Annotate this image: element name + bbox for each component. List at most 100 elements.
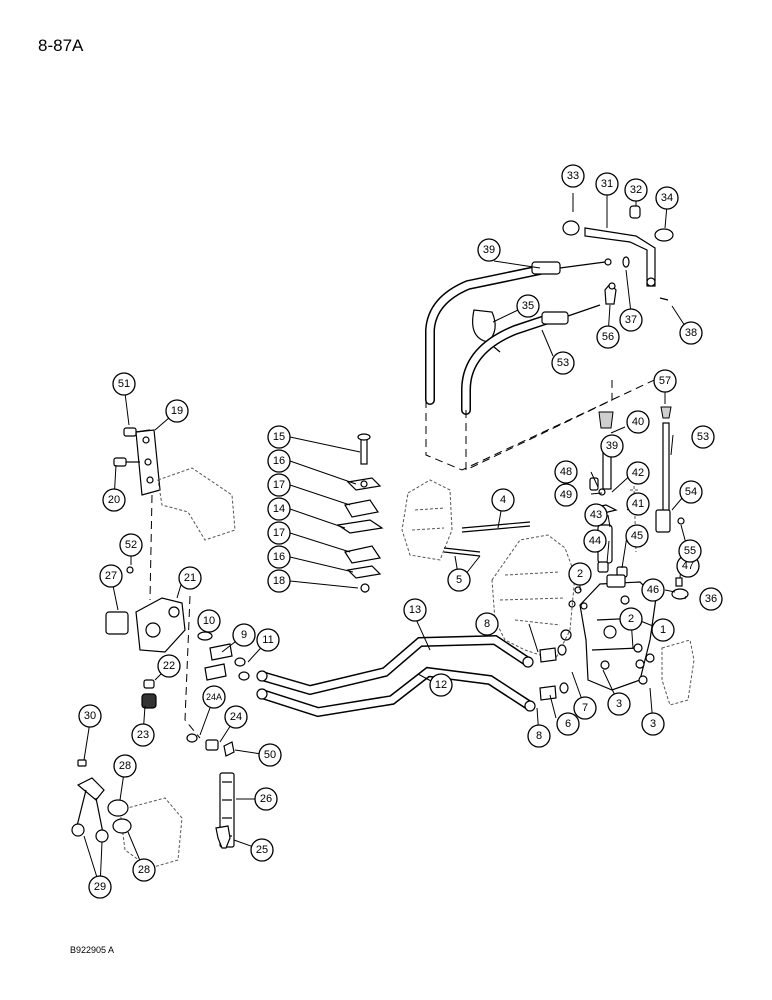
callout-53: 53 [551, 351, 575, 375]
callout-27: 27 [99, 564, 123, 588]
callout-57: 57 [653, 369, 677, 393]
svg-text:27: 27 [105, 570, 117, 582]
svg-text:41: 41 [632, 498, 644, 510]
callout-17: 17 [267, 521, 291, 545]
page-label: 8-87A [38, 36, 84, 55]
svg-text:44: 44 [589, 535, 601, 547]
callout-28: 28 [113, 754, 137, 778]
svg-text:49: 49 [560, 489, 572, 501]
fittings-left [186, 631, 250, 849]
callout-28: 28 [132, 858, 156, 882]
callout-17: 17 [267, 473, 291, 497]
callout-46: 46 [641, 578, 665, 602]
svg-text:47: 47 [682, 560, 694, 572]
svg-text:29: 29 [94, 881, 106, 893]
control-cable [461, 256, 630, 415]
svg-text:39: 39 [606, 440, 618, 452]
svg-text:4: 4 [500, 494, 506, 506]
svg-text:16: 16 [273, 455, 285, 467]
svg-text:18: 18 [273, 575, 285, 587]
callout-44: 44 [583, 529, 607, 553]
callout-37: 37 [619, 308, 643, 332]
mounting-bracket [113, 427, 236, 541]
svg-text:31: 31 [601, 178, 613, 190]
callout-53: 53 [691, 425, 715, 449]
svg-text:24A: 24A [206, 692, 222, 702]
svg-text:34: 34 [661, 192, 673, 204]
svg-text:8: 8 [536, 730, 542, 742]
svg-text:50: 50 [264, 749, 276, 761]
svg-text:36: 36 [705, 593, 717, 605]
callout-30: 30 [78, 704, 102, 728]
figure-code: B922905 A [70, 945, 115, 955]
svg-text:13: 13 [409, 604, 421, 616]
callout-12: 12 [429, 673, 453, 697]
svg-text:19: 19 [171, 405, 183, 417]
callout-14: 14 [267, 497, 291, 521]
svg-text:26: 26 [260, 793, 272, 805]
svg-text:5: 5 [456, 574, 462, 586]
svg-text:33: 33 [567, 170, 579, 182]
callout-31: 31 [595, 172, 619, 196]
callout-10: 10 [197, 609, 221, 633]
callout-54: 54 [679, 480, 703, 504]
callout-49: 49 [554, 483, 578, 507]
svg-text:30: 30 [84, 710, 96, 722]
svg-text:12: 12 [435, 679, 447, 691]
callout-52: 52 [119, 533, 143, 557]
svg-text:16: 16 [273, 551, 285, 563]
svg-text:17: 17 [273, 479, 285, 491]
callout-40: 40 [626, 410, 650, 434]
callouts: 1 2 2 3 3 4 5 6 7 8 8 9 10 11 12 13 14 1… [78, 164, 723, 899]
svg-text:11: 11 [262, 634, 273, 646]
svg-text:28: 28 [119, 760, 131, 772]
callout-25: 25 [250, 838, 274, 862]
callout-26: 26 [254, 787, 278, 811]
svg-text:20: 20 [108, 494, 120, 506]
callout-38: 38 [679, 321, 703, 345]
throttle-cable [425, 258, 612, 405]
callout-29: 29 [88, 875, 112, 899]
callout-56: 56 [596, 325, 620, 349]
control-rod [655, 406, 685, 533]
svg-text:17: 17 [273, 527, 285, 539]
svg-text:45: 45 [631, 530, 643, 542]
callout-8: 8 [527, 724, 551, 748]
callout-39: 39 [477, 238, 501, 262]
callout-32: 32 [624, 178, 648, 202]
svg-text:25: 25 [256, 844, 268, 856]
callout-23: 23 [131, 723, 155, 747]
svg-text:38: 38 [685, 327, 697, 339]
callout-35: 35 [516, 294, 540, 318]
callout-1: 1 [651, 618, 675, 642]
svg-text:28: 28 [138, 864, 150, 876]
callout-34: 34 [655, 186, 679, 210]
callout-4: 4 [491, 488, 515, 512]
control-lever [562, 205, 674, 301]
callout-2: 2 [619, 607, 643, 631]
svg-text:53: 53 [557, 357, 569, 369]
callout-24: 24 [224, 705, 248, 729]
callout-45: 45 [625, 524, 649, 548]
svg-text:6: 6 [565, 718, 571, 730]
svg-text:46: 46 [647, 584, 659, 596]
callout-5: 5 [447, 568, 471, 592]
callout-16: 16 [267, 545, 291, 569]
svg-text:10: 10 [203, 615, 215, 627]
svg-text:55: 55 [684, 545, 696, 557]
svg-text:8: 8 [484, 618, 490, 630]
svg-text:37: 37 [625, 314, 637, 326]
svg-text:43: 43 [590, 509, 602, 521]
svg-text:42: 42 [632, 467, 644, 479]
svg-text:51: 51 [118, 378, 130, 390]
svg-text:23: 23 [137, 729, 149, 741]
callout-7: 7 [573, 696, 597, 720]
callout-24a: 24A [202, 685, 226, 709]
callout-11: 11 [256, 628, 280, 652]
callout-16: 16 [267, 449, 291, 473]
callout-2: 2 [568, 562, 592, 586]
svg-text:39: 39 [483, 244, 495, 256]
svg-text:53: 53 [697, 431, 709, 443]
callout-3: 3 [607, 692, 631, 716]
